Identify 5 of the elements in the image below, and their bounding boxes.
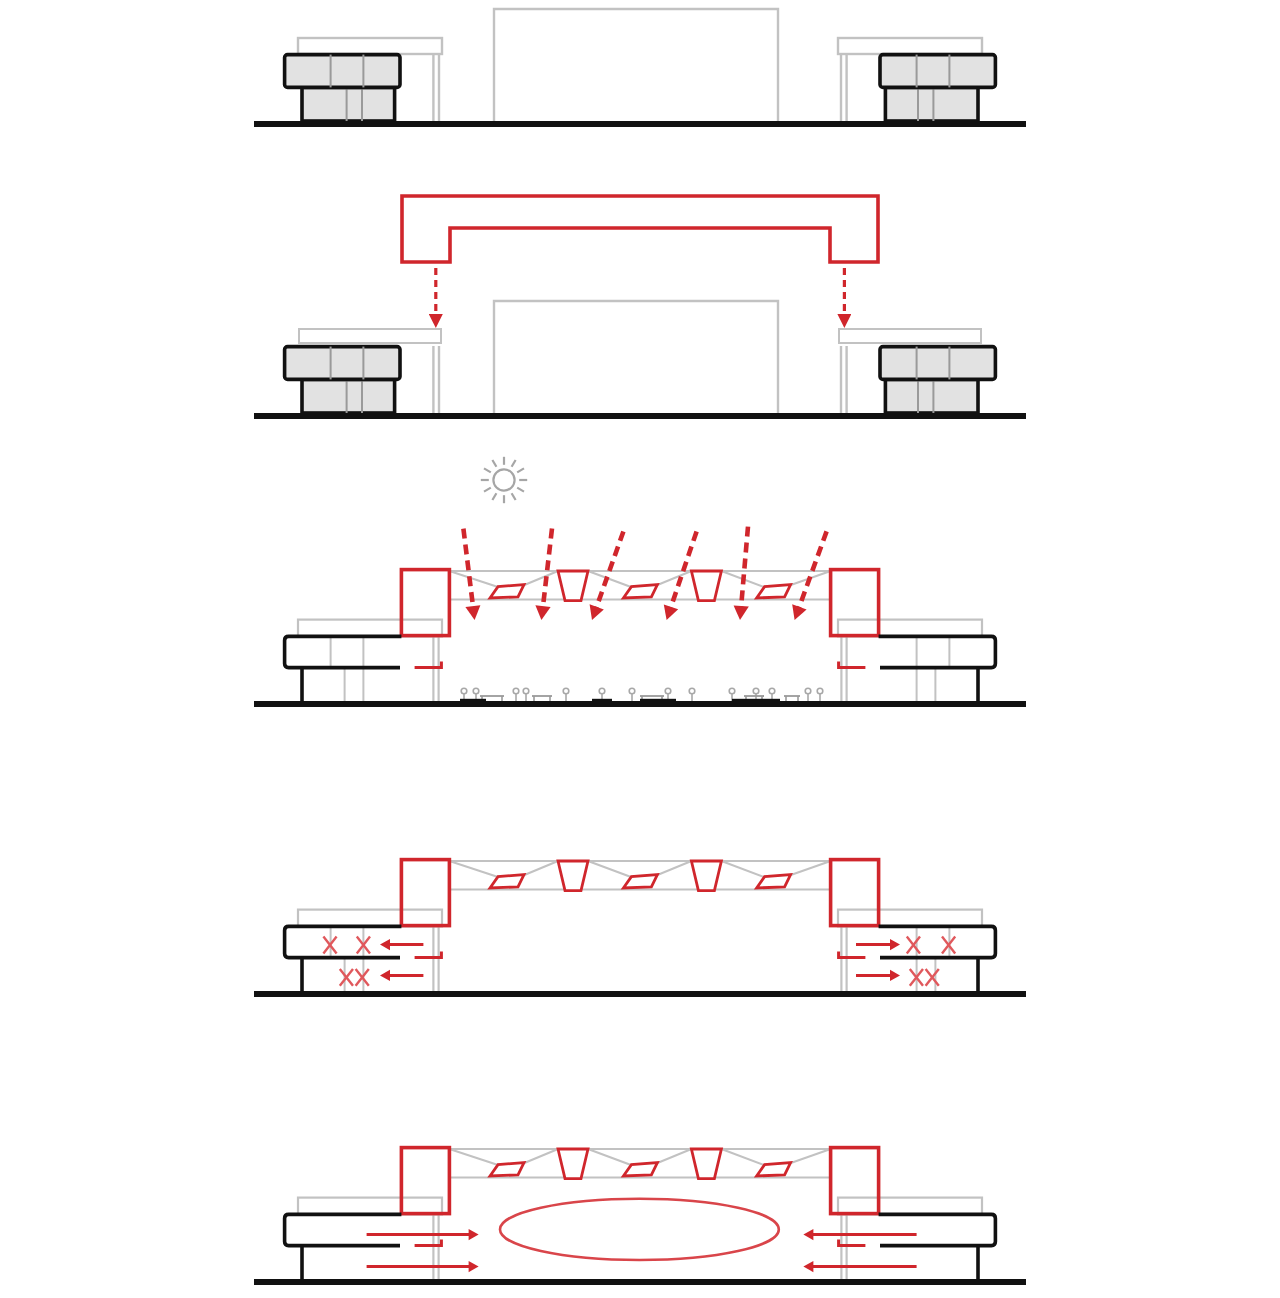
dashed-arrow — [837, 268, 852, 328]
dashed-arrow — [428, 268, 443, 328]
canopy-roof — [838, 328, 982, 344]
canopy-roof — [298, 328, 442, 344]
roof-frame — [400, 194, 880, 264]
